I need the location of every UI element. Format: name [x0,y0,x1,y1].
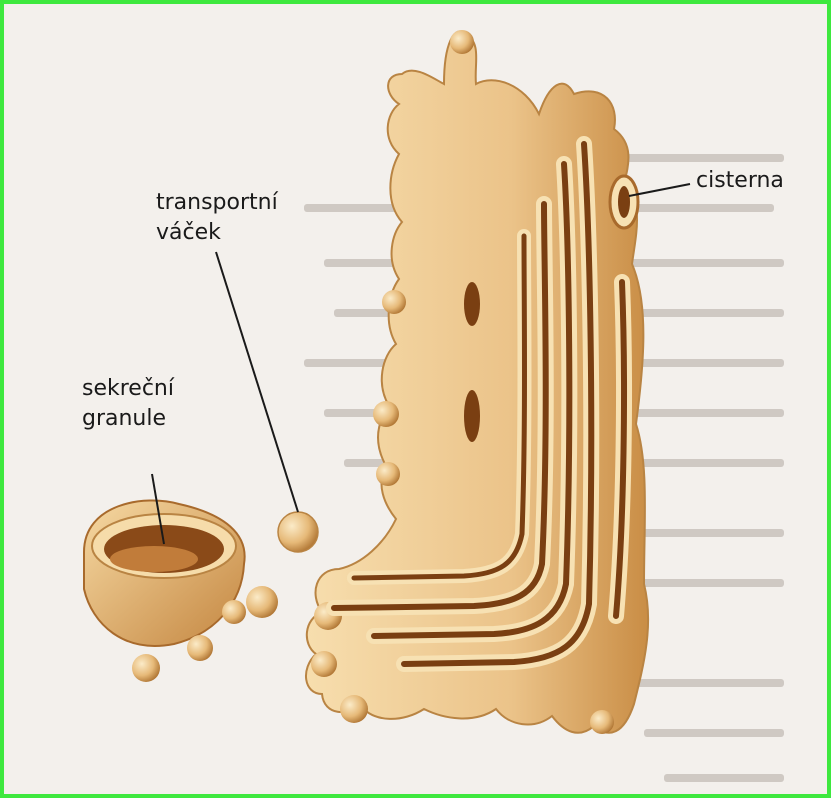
transport-vesicle [278,512,318,552]
label-transport-line2: váček [156,218,278,248]
label-cistern-text: cisterna [696,166,784,196]
secretory-granule [84,500,278,682]
golgi-stack [306,30,648,734]
leader-line-transport [216,252,298,512]
label-cistern: cisterna [696,166,784,196]
label-secretory-line1: sekreční [82,374,174,404]
label-transport-line1: transportní [156,188,278,218]
leader-line-cistern [629,184,690,196]
label-secretory-line2: granule [82,404,174,434]
label-transport-vesicle: transportní váček [156,188,278,248]
label-secretory-granule: sekreční granule [82,374,174,434]
